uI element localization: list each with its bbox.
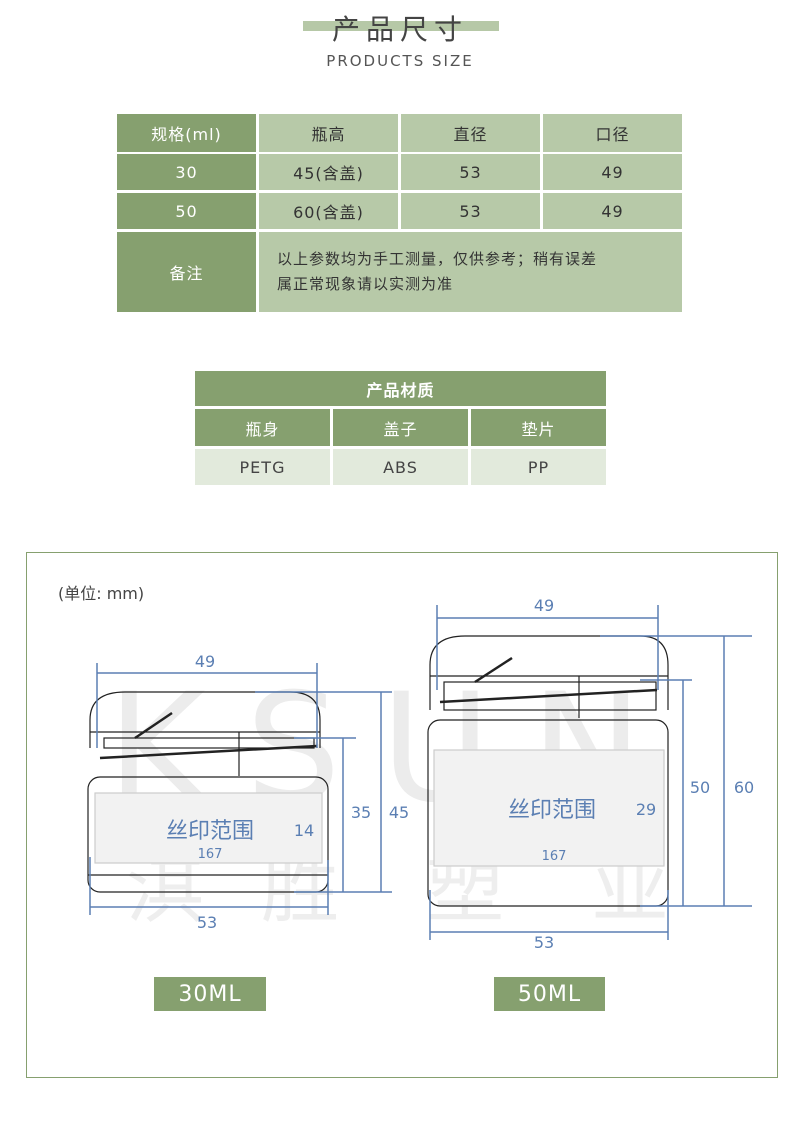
total-height-label: 45 (389, 803, 409, 822)
print-area-label: 丝印范围 (166, 819, 254, 844)
body-height-label: 50 (690, 778, 710, 797)
jar-body (87, 776, 329, 893)
header-cell: 直径 (401, 114, 540, 152)
note-cell: 以上参数均为手工测量，仅供参考；稍有误差 属正常现象请以实测为准 (259, 232, 682, 312)
print-height-label: 29 (636, 800, 656, 819)
table-cell: PP (471, 449, 606, 485)
print-area (433, 749, 665, 867)
header-cell: 瓶高 (259, 114, 398, 152)
table-cell: PETG (195, 449, 330, 485)
table-cell: 50 (117, 193, 256, 229)
note-line: 以上参数均为手工测量，仅供参考；稍有误差 (277, 250, 598, 268)
diagram-frame (26, 552, 778, 1078)
note-line: 属正常现象请以实测为准 (277, 275, 454, 293)
body-height-label: 35 (351, 803, 371, 822)
jar-neck (443, 681, 657, 711)
spoon-handle (474, 656, 513, 684)
jar-cap (89, 691, 321, 748)
unit-label: (单位: mm) (58, 584, 144, 603)
print-area (94, 792, 323, 864)
header-cell: 盖子 (333, 409, 468, 446)
print-height-label: 14 (294, 821, 314, 840)
small-jar (87, 691, 329, 893)
jar-body (427, 719, 669, 907)
print-width-label: 167 (542, 849, 567, 864)
large-jar (427, 635, 669, 907)
table-cell: 49 (543, 154, 682, 190)
cap-width-label: 49 (534, 596, 554, 615)
header-cell: 瓶身 (195, 409, 330, 446)
body-width-label: 53 (534, 933, 554, 952)
size-tag-50ml: 50ML (494, 977, 605, 1011)
total-height-label: 60 (734, 778, 754, 797)
table-cell: ABS (333, 449, 468, 485)
print-width-label: 167 (198, 847, 223, 862)
header-cell: 垫片 (471, 409, 606, 446)
table-cell: 45(含盖) (259, 154, 398, 190)
material-title: 产品材质 (195, 371, 606, 406)
table-cell: 53 (401, 193, 540, 229)
jar-neck (103, 737, 315, 749)
cap-width-label: 49 (195, 652, 215, 671)
table-cell: 60(含盖) (259, 193, 398, 229)
page-title: 产品尺寸 (331, 13, 468, 46)
note-label: 备注 (117, 232, 256, 312)
table-cell: 30 (117, 154, 256, 190)
page-subtitle: PRODUCTS SIZE (326, 52, 474, 70)
jar-cap (429, 635, 669, 710)
table-cell: 49 (543, 193, 682, 229)
title-accent-bar (303, 21, 499, 31)
spoon-handle (134, 711, 173, 740)
size-tag-30ml: 30ML (154, 977, 266, 1011)
print-area-label: 丝印范围 (508, 798, 596, 823)
table-cell: 53 (401, 154, 540, 190)
header-cell: 口径 (543, 114, 682, 152)
body-width-label: 53 (197, 913, 217, 932)
header-cell: 规格(ml) (117, 114, 256, 152)
